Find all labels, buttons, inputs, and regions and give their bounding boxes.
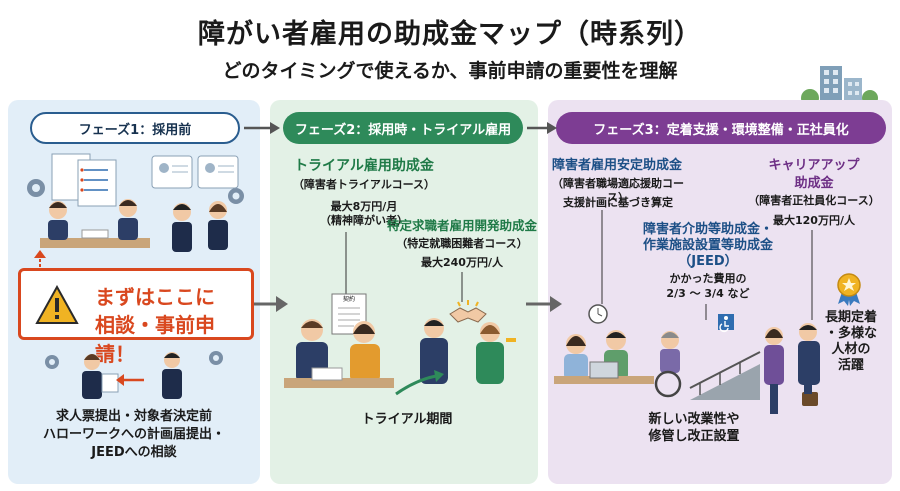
phase1-steps: 求人票提出・対象者決定前 ハローワークへの計画届提出・ JEEDへの相談 (16, 408, 252, 462)
page-title: 障がい者雇用の助成金マップ（時系列） (198, 19, 702, 50)
callout-line1: まずはここに (95, 285, 215, 309)
phase1-step-3: JEEDへの相談 (91, 444, 177, 460)
phase3-panel (548, 100, 892, 484)
trial-employment-illustration (284, 318, 516, 396)
phase2-label: フェーズ2：採用時・トライアル雇用 (283, 112, 523, 144)
outcome-line-2: ・多様な (824, 326, 877, 341)
trial-grant-amount: 最大8万円/月 (330, 200, 398, 213)
arrow-right-icon (526, 296, 562, 312)
antei-grant-note: 支援計画に基づき算定 (563, 196, 673, 209)
pre-application-callout: まずはここに 相談・事前申請！ (18, 268, 254, 366)
meeting-illustration (27, 153, 244, 252)
phase3-label: フェーズ3：定着支援・環境整備・正社員化 (556, 112, 886, 144)
trial-grant-name: トライアル雇用助成金 (294, 158, 434, 174)
kaijo-grant-note-2: 2/3 ～ 3/4 など (666, 287, 750, 300)
workplace-support-illustration (554, 304, 820, 414)
arrow-right-icon (244, 122, 280, 134)
trial-grant-amount-note: （精神障がい者） (320, 214, 408, 227)
page-subtitle: どのタイミングで使えるか、事前申請の重要性を理解 (222, 60, 678, 82)
trial-period-label: トライアル期間 (361, 412, 453, 427)
phase1-label: フェーズ1：採用前 (30, 112, 240, 144)
tokutei-grant-amount: 最大240万円/人 (421, 256, 503, 269)
antei-grant-course: （障害者職場適応援助コース） (552, 177, 684, 204)
tokutei-grant-name: 特定求職者雇用開発助成金 (386, 218, 537, 233)
outcome-line-3: 人材の (831, 342, 871, 357)
renovation-text-2: 修管し改正設置 (648, 429, 740, 444)
kaijo-grant-name-2: 作業施設設置等助成金 (642, 238, 773, 253)
trial-grant-course: （障害者トライアルコース） (292, 178, 436, 191)
kaijo-grant-name-3: （JEED） (678, 254, 738, 269)
career-grant-course: （障害者正社員化コース） (748, 194, 880, 207)
phase2-panel (270, 100, 538, 484)
outcome-line-4: 活躍 (837, 358, 864, 373)
career-grant-name-2: 助成金 (794, 176, 834, 191)
connector-lines (601, 210, 813, 320)
tokutei-grant-course: （特定就職困難者コース） (396, 237, 528, 250)
career-grant-name-1: キャリアアップ (768, 158, 860, 173)
kaijo-grant-name-1: 障害者介助等助成金・ (642, 222, 773, 237)
antei-grant-name: 障害者雇用安定助成金 (552, 158, 683, 173)
callout-line2: 相談・事前申請！ (95, 313, 215, 366)
medal-icon (837, 273, 861, 306)
consultation-illustration (45, 351, 223, 399)
arrow-right-icon (252, 296, 288, 312)
connector-lines (345, 232, 463, 302)
handshake-icon (449, 300, 487, 323)
kaijo-grant-note-1: かかった費用の (669, 272, 747, 285)
outcome-line-1: 長期定着 (824, 310, 877, 325)
career-grant-amount: 最大120万円/人 (773, 214, 855, 227)
phase1-step-1: 求人票提出・対象者決定前 (55, 409, 212, 424)
warning-icon (35, 285, 79, 324)
renovation-text-1: 新しい改業性や (648, 412, 740, 427)
phase1-step-2: ハローワークへの計画届提出・ (42, 426, 225, 442)
arrow-right-icon (527, 122, 557, 134)
contract-label: 契約 (342, 296, 355, 303)
